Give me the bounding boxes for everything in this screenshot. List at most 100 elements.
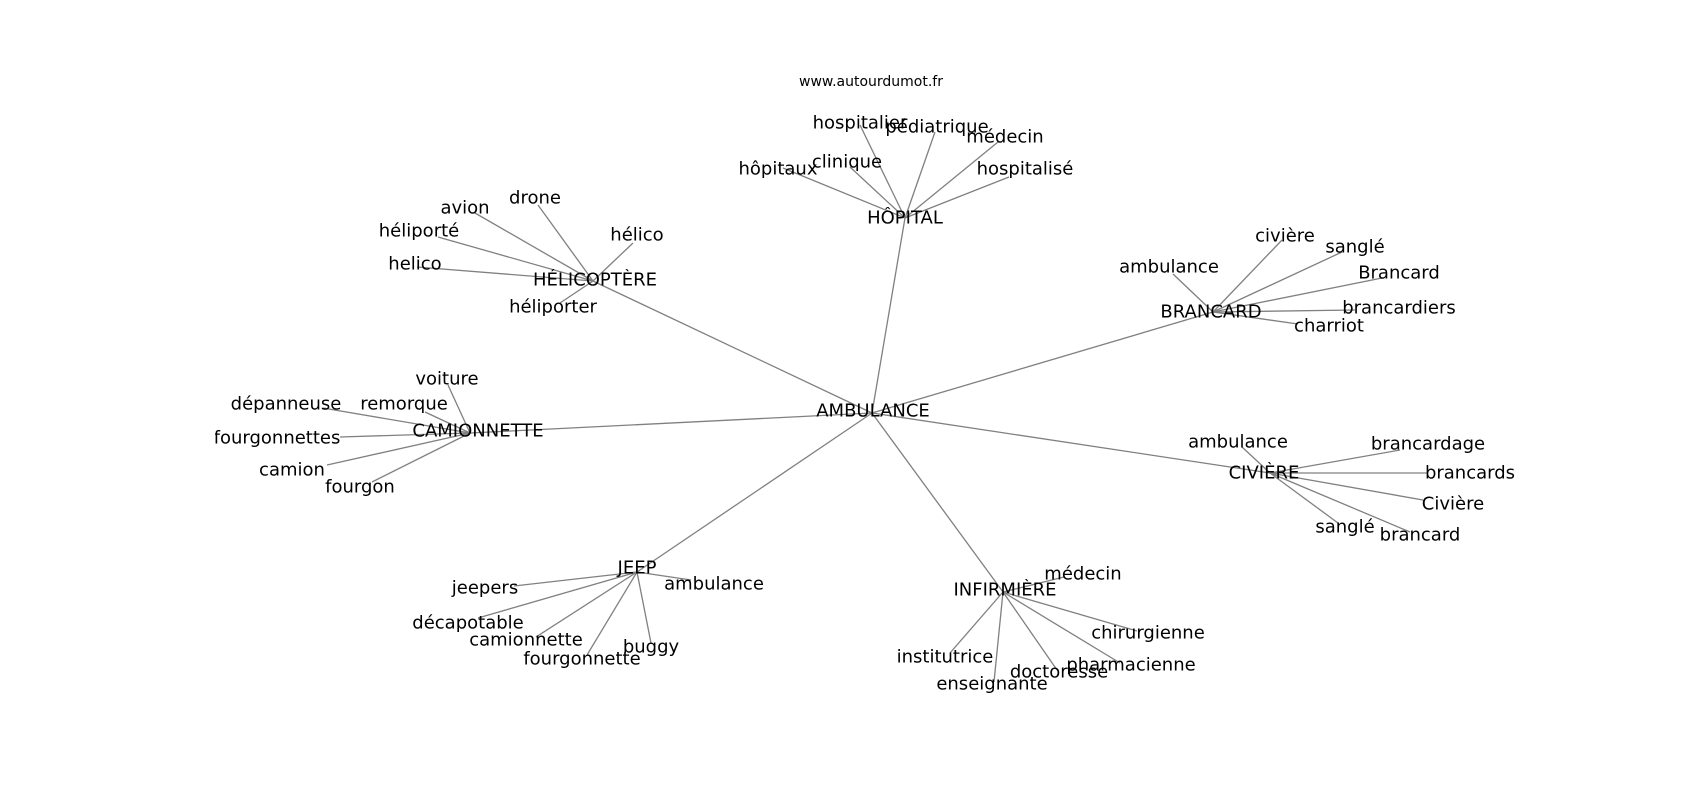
edge-hub-to-leaf [416, 266, 594, 282]
edge-hub-to-leaf [849, 166, 906, 219]
leaf-node-label: Civière [1422, 494, 1484, 515]
hub-node-label: BRANCARD [1160, 302, 1261, 323]
leaf-node-label: civière [1255, 226, 1315, 247]
edge-center-to-hub [871, 412, 1004, 593]
leaf-node-label: brancardiers [1342, 298, 1456, 319]
leaf-node-label: hôpitaux [739, 159, 818, 180]
edge-hub-to-leaf [636, 571, 652, 644]
hub-node-label: INFIRMIÈRE [953, 579, 1056, 601]
leaf-node-label: hospitalier [813, 113, 908, 134]
center-node-label: AMBULANCE [816, 401, 930, 422]
leaf-node-label: ambulance [664, 574, 764, 595]
leaf-node-label: doctoresse [1010, 662, 1108, 683]
hub-node-label: CIVIÈRE [1229, 462, 1300, 484]
leaf-node-label: héliporté [379, 221, 459, 242]
edge-hub-to-leaf [371, 432, 471, 483]
leaf-node-label: sanglé [1315, 517, 1374, 538]
leaf-node-label: brancard [1380, 525, 1461, 546]
leaf-node-label: brancards [1425, 463, 1515, 484]
edge-hub-to-leaf [1269, 449, 1401, 474]
edge-hub-to-leaf [447, 384, 471, 434]
leaf-node-label: remorque [360, 394, 448, 415]
edge-hub-to-leaf [326, 432, 471, 466]
edge-hub-to-leaf [782, 167, 906, 219]
edge-hub-to-leaf [477, 571, 638, 619]
edge-center-to-hub [871, 311, 1214, 414]
leaf-node-label: camionnette [469, 630, 583, 651]
leaf-node-label: sanglé [1325, 237, 1384, 258]
leaf-node-label: pharmacienne [1066, 655, 1195, 676]
hub-node-label: HÉLICOPTÈRE [533, 269, 657, 291]
edge-hub-to-leaf [339, 432, 471, 438]
leaf-node-label: hospitalisé [977, 159, 1074, 180]
hub-node-label: HÔPITAL [867, 207, 943, 229]
leaf-node-label: avion [440, 198, 489, 219]
edge-hub-to-leaf [1212, 309, 1356, 313]
edge-hub-to-leaf [513, 571, 638, 587]
edge-hub-to-leaf [859, 124, 906, 219]
leaf-node-label: fourgon [325, 477, 395, 498]
leaf-node-label: décapotable [412, 613, 523, 634]
leaf-node-label: institutrice [897, 647, 994, 668]
edge-hub-to-leaf [586, 571, 638, 656]
leaf-node-label: ambulance [1188, 432, 1288, 453]
edge-hub-to-leaf [1172, 273, 1214, 313]
leaf-node-label: fourgonnette [523, 649, 640, 670]
edges [322, 124, 1427, 683]
leaf-node-label: jeepers [451, 578, 518, 599]
edge-hub-to-leaf [904, 131, 936, 219]
edge-hub-to-leaf [1212, 251, 1343, 313]
edge-center-to-hub [469, 412, 873, 434]
leaf-node-label: drone [509, 188, 561, 209]
hub-node-label: CAMIONNETTE [412, 421, 543, 442]
edge-hub-to-leaf [1212, 311, 1299, 325]
edge-hub-to-leaf [1002, 591, 1058, 671]
leaf-node-label: ambulance [1119, 257, 1219, 278]
edge-hub-to-leaf [1002, 591, 1121, 664]
leaf-node-label: brancardage [1371, 434, 1485, 455]
leaf-node-label: médecin [1044, 564, 1121, 585]
edge-hub-to-leaf [1241, 446, 1271, 474]
leaf-node-label: fourgonnettes [214, 428, 341, 449]
leaf-node-label: clinique [812, 152, 882, 173]
edge-hub-to-leaf [424, 411, 471, 434]
edge-center-to-hub [592, 280, 873, 414]
leaf-node-label: voiture [415, 369, 478, 390]
leaf-node-label: hélico [610, 225, 663, 246]
leaf-node-label: buggy [623, 637, 680, 658]
site-title: www.autourdumot.fr [799, 74, 943, 90]
leaf-node-label: charriot [1294, 316, 1364, 337]
leaf-node-label: Brancard [1358, 263, 1440, 284]
edge-hub-to-leaf [1002, 576, 1065, 593]
edge-hub-to-leaf [1269, 472, 1339, 524]
edge-hub-to-leaf [1212, 277, 1383, 313]
leaf-node-label: camion [259, 460, 325, 481]
edge-hub-to-leaf [636, 571, 692, 581]
edge-hub-to-leaf [592, 242, 634, 282]
edge-hub-to-leaf [904, 141, 999, 219]
edge-hub-to-leaf [993, 591, 1004, 683]
leaf-node-label: dépanneuse [231, 394, 342, 415]
leaf-node-label: médecin [966, 127, 1043, 148]
edge-hub-to-leaf [537, 204, 594, 282]
edge-center-to-hub [636, 412, 873, 573]
edge-hub-to-leaf [322, 407, 471, 434]
edge-hub-to-leaf [1269, 472, 1411, 533]
leaf-node-label: enseignante [936, 674, 1047, 695]
edge-center-to-hub [871, 412, 1271, 474]
leaf-node-label: héliporter [509, 297, 597, 318]
edge-hub-to-leaf [1212, 239, 1283, 313]
leaf-node-label: chirurgienne [1091, 623, 1205, 644]
leaf-node-label: pédiatrique [885, 117, 988, 138]
hub-node-label: JEEP [617, 558, 657, 579]
edge-hub-to-leaf [949, 591, 1004, 654]
edge-hub-to-leaf [535, 571, 638, 638]
edge-hub-to-leaf [474, 212, 594, 282]
edge-center-to-hub [871, 217, 906, 414]
edge-hub-to-leaf [904, 176, 1010, 219]
edge-hub-to-leaf [437, 236, 594, 282]
edge-hub-to-leaf [559, 280, 594, 304]
edge-hub-to-leaf [1002, 591, 1138, 632]
